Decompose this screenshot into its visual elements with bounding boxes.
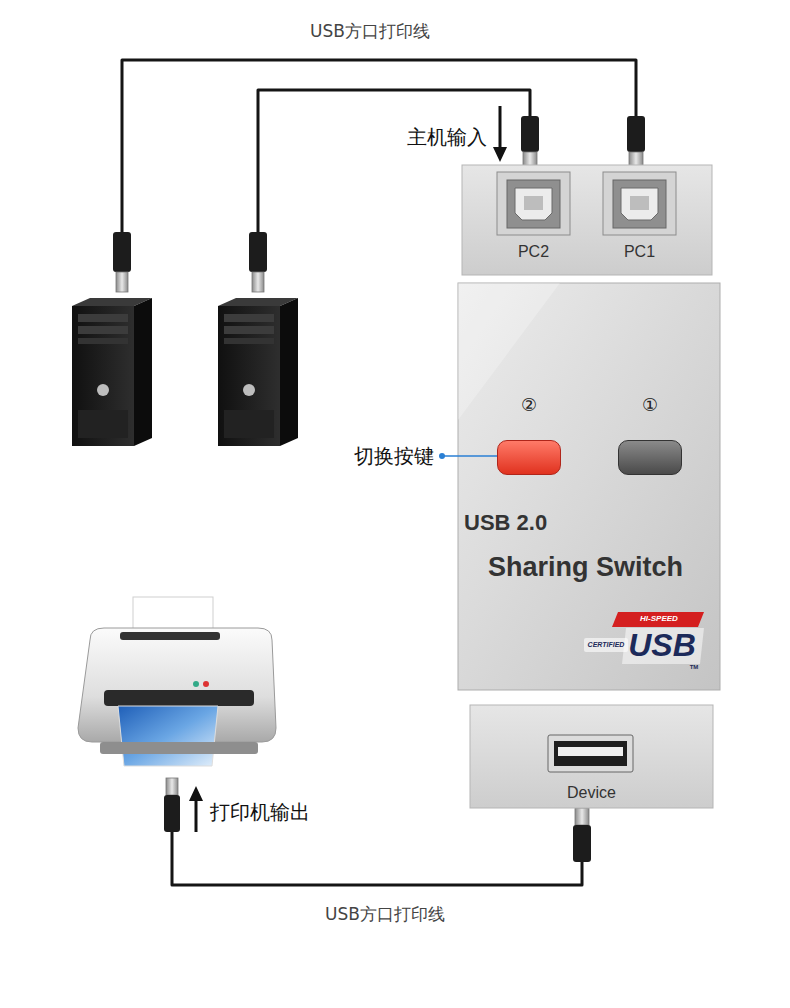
usb-plug — [164, 795, 180, 832]
usb-plug — [627, 116, 645, 152]
callout-leader — [439, 453, 497, 459]
switch-device-panel — [470, 705, 713, 808]
node-text: ② — [521, 395, 537, 416]
node-text: Device — [567, 784, 616, 802]
device-port-box: Device — [470, 705, 713, 808]
computer-tower — [224, 314, 274, 322]
computer-tower — [72, 306, 134, 446]
callout-label: 主机输入 — [407, 126, 487, 149]
logo-text: CERTIFIED — [588, 641, 625, 649]
computer-tower — [243, 384, 255, 396]
computer-tower — [218, 306, 280, 446]
switch-port-panel — [462, 165, 712, 275]
button-cap — [618, 440, 682, 475]
usb-plug — [523, 152, 537, 166]
usb-plug — [116, 272, 128, 292]
switch-device-panel — [558, 747, 623, 756]
computer-tower — [224, 326, 274, 334]
usb-plug — [521, 116, 539, 152]
switch-port-panel — [630, 196, 649, 210]
switch-front-panel — [458, 283, 560, 420]
switch-device-panel — [548, 735, 633, 772]
usb-logo — [584, 638, 628, 652]
switch-front-panel — [458, 283, 720, 690]
logo-text: TM — [690, 664, 699, 671]
printer — [78, 597, 276, 766]
printer — [120, 632, 220, 640]
computer-tower — [78, 410, 128, 438]
computer-tower — [78, 338, 128, 344]
switch-port-panel — [621, 188, 658, 220]
computer-tower — [280, 298, 298, 446]
callout-label: 切换按键 — [354, 445, 434, 468]
callout-leader — [442, 455, 497, 457]
switch-device-panel — [554, 741, 627, 766]
callout-leader — [439, 453, 445, 459]
logo-text: HI-SPEED — [640, 614, 678, 623]
cable-label: USB方口打印线 — [310, 22, 430, 42]
switch-port-panel — [515, 188, 552, 220]
switch-front-panel — [458, 283, 720, 690]
usb-logo — [612, 612, 704, 627]
printer — [193, 681, 199, 687]
usb-cable — [172, 832, 582, 885]
switch-button: ② — [497, 395, 561, 477]
switch-button: ① — [618, 395, 682, 477]
node-text: ① — [642, 395, 658, 416]
computer-tower — [224, 410, 274, 438]
printer — [104, 690, 254, 706]
direction-arrow — [189, 786, 203, 801]
callout-label: 打印机输出 — [210, 801, 310, 824]
computer-tower — [72, 298, 298, 446]
node-text: Sharing Switch — [488, 552, 683, 583]
switch-port-panel — [507, 180, 560, 228]
cable-label: USB方口打印线 — [325, 905, 445, 925]
usb-plug — [575, 808, 589, 825]
direction-arrow — [195, 798, 198, 832]
switch-port-panel — [613, 180, 666, 228]
switch-port-panel — [462, 165, 712, 275]
usb-logo — [584, 612, 704, 664]
switch-port-panel — [603, 172, 676, 235]
usb-plug — [249, 232, 267, 272]
switch-port-panel — [524, 196, 543, 210]
computer-tower — [97, 384, 109, 396]
node-text: USB 2.0 — [464, 510, 547, 535]
direction-arrow — [493, 147, 507, 162]
printer — [100, 742, 258, 754]
computer-tower — [78, 314, 128, 322]
node-text: PC2 — [518, 243, 549, 261]
computer-tower — [78, 326, 128, 334]
node-text: PC1 — [624, 243, 655, 261]
switch-device-panel — [470, 705, 713, 808]
computer-tower — [224, 338, 274, 344]
usb-plug — [573, 825, 591, 862]
printer — [203, 681, 209, 687]
port-label-box: PC1 — [603, 172, 676, 265]
usb-plug — [166, 778, 178, 795]
usb-plug — [113, 232, 131, 272]
usb-cable — [122, 60, 636, 232]
computer-tower — [134, 298, 152, 446]
direction-arrow — [499, 106, 502, 150]
switch-port-panel — [497, 172, 570, 235]
logo-text: USB — [628, 627, 696, 664]
port-label-box: PC2 — [497, 172, 570, 265]
printer — [118, 706, 218, 766]
usb-plug — [252, 272, 264, 292]
button-cap — [497, 440, 561, 475]
usb-plug — [629, 152, 643, 166]
